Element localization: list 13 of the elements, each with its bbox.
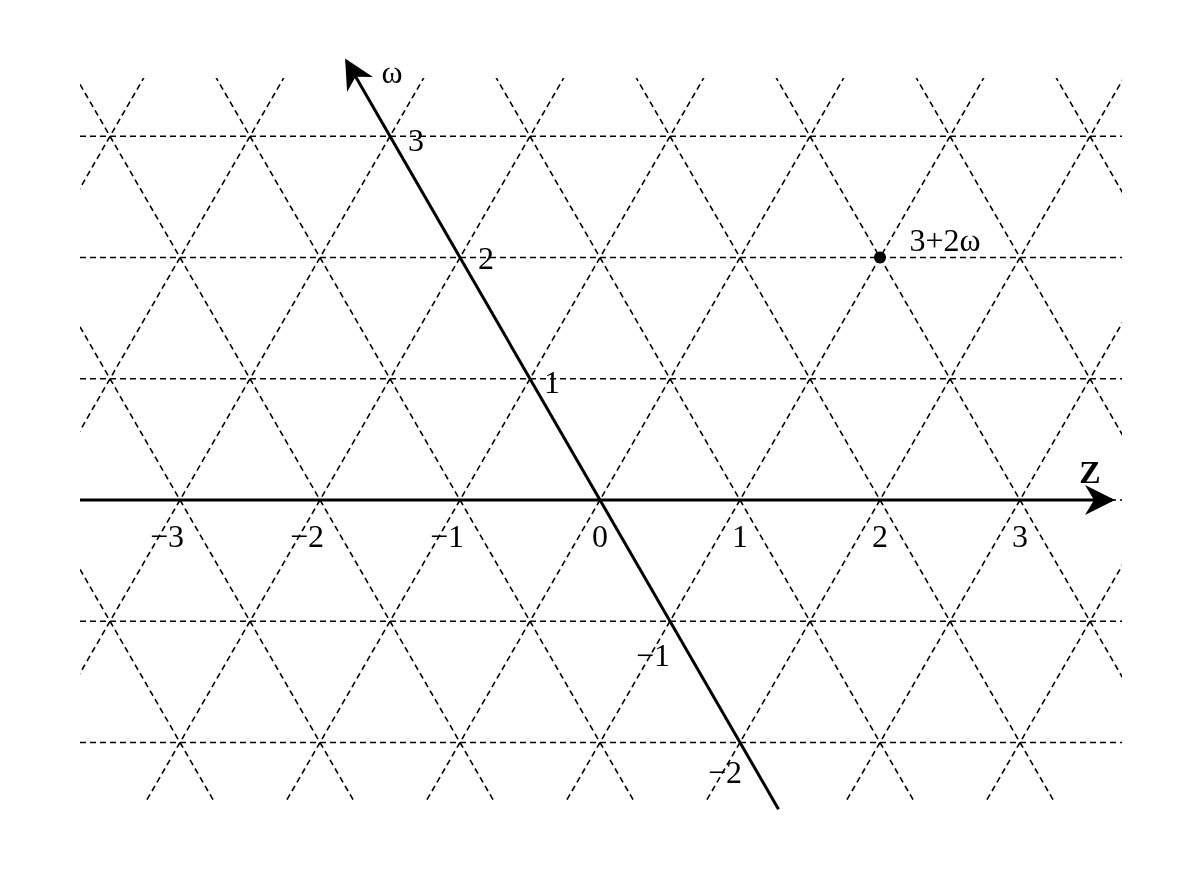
tick-label: −3 [150, 520, 184, 552]
point-label: 3+2ω [909, 224, 981, 256]
tick-label: −2 [708, 756, 742, 788]
tick-label: 0 [592, 520, 608, 552]
tick-label: 1 [544, 366, 560, 398]
tick-label: 1 [732, 520, 748, 552]
tick-label: 3 [1012, 520, 1028, 552]
tick-label: −1 [636, 639, 670, 671]
tick-label: 2 [872, 520, 888, 552]
axis-label: ω [381, 56, 403, 88]
axis-label: Z [1079, 456, 1101, 488]
tick-label: −2 [290, 520, 324, 552]
tick-label: −1 [430, 520, 464, 552]
